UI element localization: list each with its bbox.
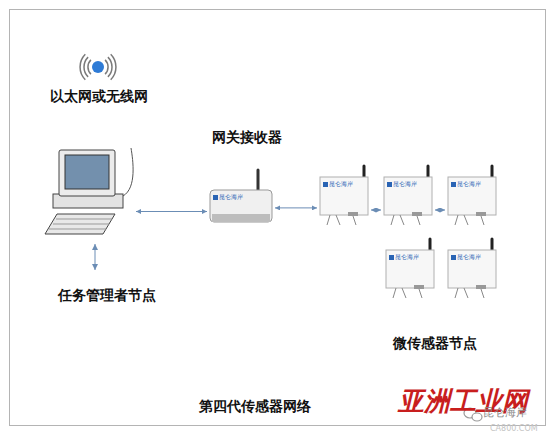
logo-mark [451, 255, 456, 260]
double-arrow [435, 210, 445, 211]
sensor-port [414, 285, 424, 289]
logo-mark [451, 182, 456, 187]
wifi-wave [84, 57, 88, 77]
antenna [257, 170, 260, 192]
sensor-wire [417, 216, 420, 225]
group-label: 微传感器节点 [393, 335, 477, 352]
sensor-node: 昆仑海岸 [446, 165, 498, 225]
monitor-screen [65, 155, 109, 189]
sensor-port [348, 212, 358, 216]
sensor-wire [455, 215, 458, 225]
sensor-wire [402, 288, 406, 298]
frame-border [10, 10, 546, 426]
node-illustration [446, 165, 498, 225]
wifi-wave [111, 54, 116, 79]
gateway-node: 网关接收器昆仑海岸 [208, 168, 274, 226]
vertical-arrow [95, 244, 96, 270]
wifi-wave [108, 57, 112, 77]
node-heading: 任务管理者节点 [58, 287, 156, 304]
sensor-body [320, 177, 368, 215]
node-heading: 网关接收器 [212, 129, 282, 146]
sensor-wire [400, 215, 404, 225]
sensor-wire [455, 288, 458, 298]
sensor-body [448, 177, 496, 215]
double-arrow [136, 211, 207, 212]
keyboard-keys [56, 219, 112, 220]
node-illustration [318, 165, 370, 225]
sensor-body [448, 250, 496, 288]
sensor-port [476, 285, 486, 289]
sensor-wire [481, 216, 484, 225]
node-illustration [446, 238, 498, 298]
wifi-symbol [80, 54, 116, 79]
logo-text: 昆仑海岸 [457, 180, 481, 187]
keyboard-keys [49, 229, 106, 230]
caption: 第四代传感器网络 [199, 398, 311, 415]
sensor-node: 昆仑海岸 [382, 165, 434, 225]
sensor-node: 昆仑海岸 [446, 238, 498, 298]
keyboard [45, 214, 115, 234]
watermark: CA800.COM [490, 424, 538, 434]
gateway-front [212, 214, 270, 222]
sensor-wire [419, 289, 422, 298]
mouse-cable [123, 148, 133, 196]
sensor-wire [481, 289, 484, 298]
watermark: 昆仑海岸 [483, 406, 527, 419]
logo-text: 昆仑海岸 [329, 180, 353, 187]
wifi-wave [105, 60, 108, 74]
node-illustration [384, 238, 436, 298]
logo-text: 昆仑海岸 [457, 253, 481, 260]
logo-text: 昆仑海岸 [393, 180, 417, 187]
sensor-wire [336, 215, 340, 225]
logo-mark [387, 182, 392, 187]
wifi-wave [80, 54, 85, 79]
monitor [59, 150, 115, 196]
sensor-wire [353, 216, 356, 225]
gateway-body [210, 190, 272, 222]
sensor-wire [464, 288, 468, 298]
sensor-node: 昆仑海岸 [318, 165, 370, 225]
sensor-wire [393, 288, 396, 298]
sensor-port [476, 212, 486, 216]
sensor-wire [464, 215, 468, 225]
sensor-port [412, 212, 422, 216]
sensor-wire [391, 215, 394, 225]
sensor-node: 昆仑海岸 [384, 238, 436, 298]
logo-text: 昆仑海岸 [395, 253, 419, 260]
sensor-wire [327, 215, 330, 225]
logo-text: 昆仑海岸 [219, 193, 243, 200]
double-arrow [371, 210, 381, 211]
double-arrow [275, 207, 317, 208]
node-illustration [382, 165, 434, 225]
computer-node: 任务管理者节点 [45, 148, 135, 236]
node-illustration [45, 148, 135, 236]
logo-mark [389, 255, 394, 260]
sensor-body [384, 177, 432, 215]
wifi-wave [88, 60, 91, 74]
keyboard-keys [53, 224, 109, 225]
wifi-dot [92, 61, 104, 73]
network-label: 以太网或无线网 [50, 88, 148, 105]
sensor-body [386, 250, 434, 288]
logo-mark [213, 195, 218, 200]
logo-mark [323, 182, 328, 187]
